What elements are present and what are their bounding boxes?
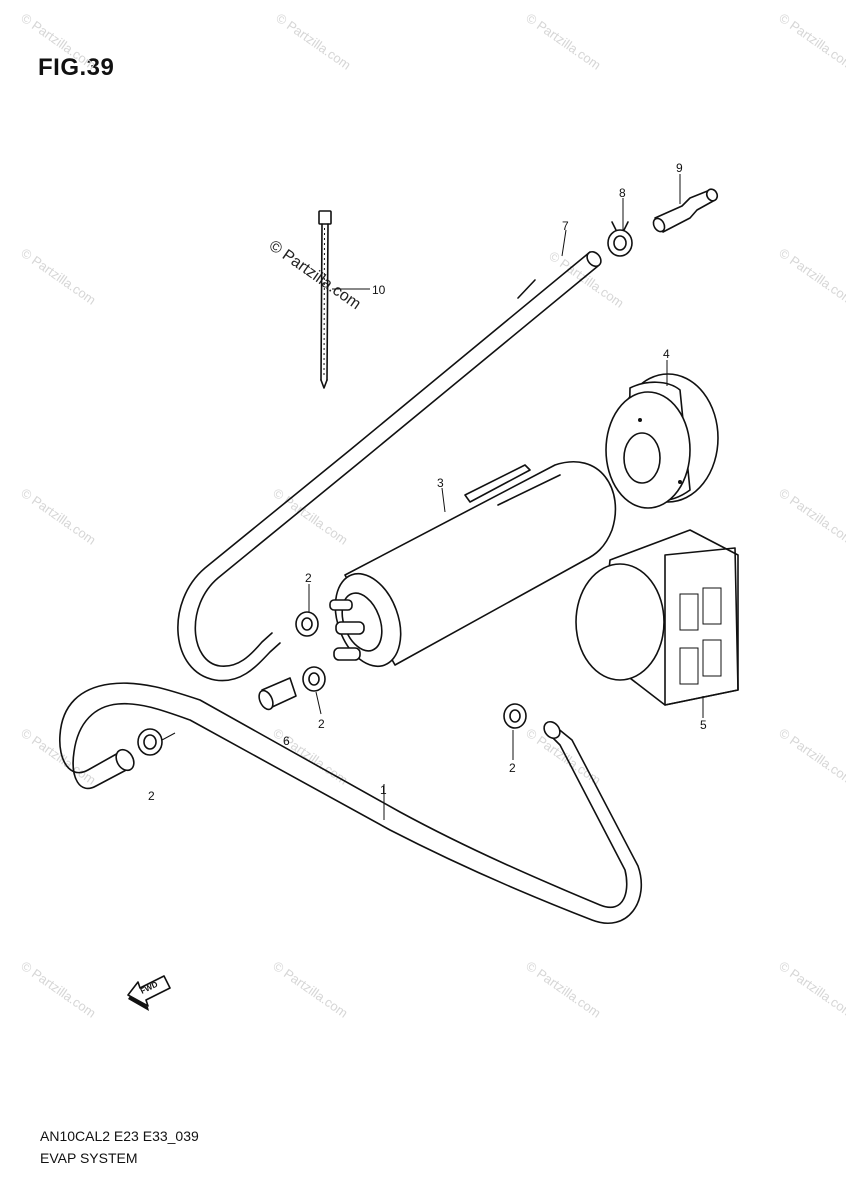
- callout-5: 5: [700, 718, 707, 732]
- watermark-tile: © Partzilla.com: [18, 958, 98, 1021]
- figure-title: FIG.39: [38, 54, 115, 81]
- forward-arrow-icon: FWD: [127, 975, 171, 1011]
- watermark-tile: © Partzilla.com: [18, 725, 98, 788]
- watermark-tile: © Partzilla.com: [273, 10, 353, 73]
- watermark-main: © Partzilla.com: [266, 237, 364, 313]
- part-2-clamp-d: [137, 728, 163, 756]
- watermark-tile: © Partzilla.com: [270, 958, 350, 1021]
- callout-6: 6: [283, 734, 290, 748]
- callout-2: 2: [509, 761, 516, 775]
- watermark-tiles: © Partzilla.com © Partzilla.com © Partzi…: [18, 10, 846, 1021]
- callout-8: 8: [619, 186, 626, 200]
- part-10-cable-tie: [318, 210, 332, 389]
- part-9-joint: [652, 188, 719, 233]
- watermark-tile: © Partzilla.com: [776, 10, 846, 73]
- leader-lines: [161, 174, 704, 820]
- part-4-bracket: [605, 373, 719, 509]
- figure-name: EVAP SYSTEM: [40, 1150, 138, 1166]
- part-2-clamp-a: [295, 611, 319, 637]
- watermark-tile: © Partzilla.com: [18, 485, 98, 548]
- part-2-clamp-c: [503, 703, 527, 729]
- callout-4: 4: [663, 347, 670, 361]
- part-3-canister: [329, 461, 617, 668]
- callout-2: 2: [148, 789, 155, 803]
- watermark-tile: © Partzilla.com: [18, 10, 98, 73]
- callout-10: 10: [372, 283, 386, 297]
- callout-1: 1: [380, 783, 387, 797]
- callout-2: 2: [318, 717, 325, 731]
- part-5-cover: [575, 529, 739, 706]
- callout-2: 2: [305, 571, 312, 585]
- callout-labels: 9 8 7 10 4 3 2 2 5 6 2 1 2: [148, 161, 707, 803]
- part-8-clamp: [607, 221, 633, 257]
- part-1-hose: [59, 682, 643, 924]
- watermark-tile: © Partzilla.com: [270, 485, 350, 548]
- watermark-tile: © Partzilla.com: [523, 10, 603, 73]
- figure-code: AN10CAL2 E23 E33_039: [40, 1128, 199, 1144]
- watermark-tile: © Partzilla.com: [776, 485, 846, 548]
- part-2-clamp-b: [302, 666, 326, 692]
- watermark-tile: © Partzilla.com: [18, 245, 98, 308]
- watermark-tile: © Partzilla.com: [776, 245, 846, 308]
- part-7-hose: [177, 250, 602, 682]
- part-6-cap: [258, 677, 297, 711]
- callout-9: 9: [676, 161, 683, 175]
- watermark-tile: © Partzilla.com: [523, 958, 603, 1021]
- callout-7: 7: [562, 219, 569, 233]
- watermark-tile: © Partzilla.com: [776, 958, 846, 1021]
- watermark-tile: © Partzilla.com: [776, 725, 846, 788]
- callout-3: 3: [437, 476, 444, 490]
